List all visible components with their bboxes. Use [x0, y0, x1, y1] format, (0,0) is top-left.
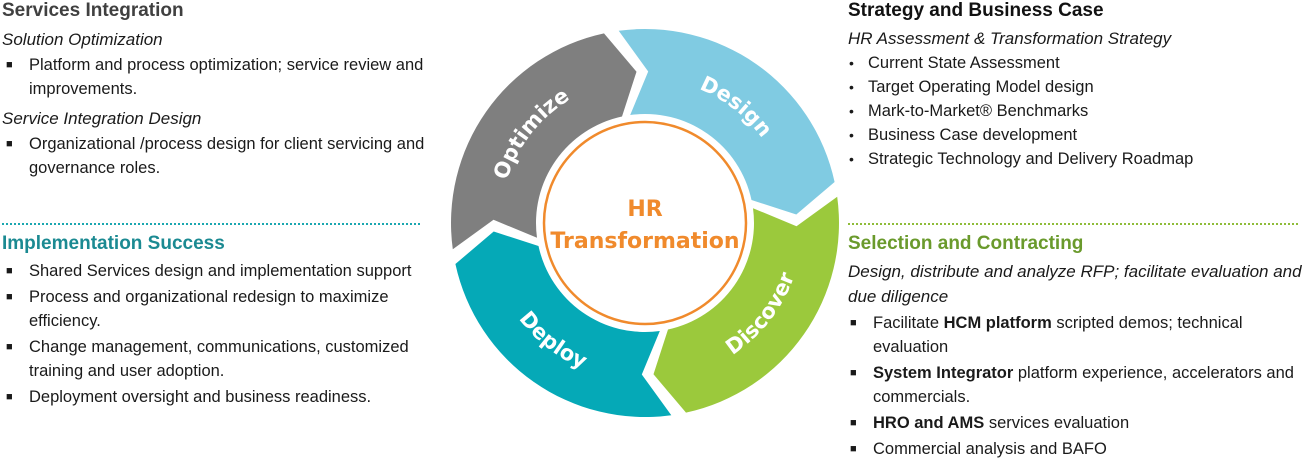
solution-optimization-subheading: Solution Optimization: [2, 30, 163, 49]
discover-segment: [653, 196, 839, 413]
list-item: ■Facilitate HCM platform scripted demos;…: [848, 311, 1306, 359]
list-item: •Target Operating Model design: [848, 75, 1306, 99]
strategy-business-case-heading: Strategy and Business Case: [848, 0, 1104, 21]
square-bullet-icon: ■: [850, 317, 857, 329]
square-bullet-icon: ■: [850, 417, 857, 429]
solution-optimization-list: ■Platform and process optimization; serv…: [2, 53, 452, 101]
square-bullet-icon: ■: [6, 391, 13, 403]
services-integration-panel: Services Integration Solution Optimizati…: [2, 0, 452, 181]
square-bullet-icon: ■: [6, 138, 13, 150]
list-item: •Strategic Technology and Delivery Roadm…: [848, 147, 1306, 171]
selection-contracting-heading: Selection and Contracting: [848, 233, 1084, 254]
implementation-success-list: ■Shared Services design and implementati…: [2, 259, 452, 409]
round-bullet-icon: •: [849, 55, 854, 71]
list-item: ■System Integrator platform experience, …: [848, 361, 1306, 409]
strategy-business-case-panel: Strategy and Business Case HR Assessment…: [848, 0, 1306, 171]
round-bullet-icon: •: [849, 103, 854, 119]
square-bullet-icon: ■: [6, 59, 13, 71]
center-title-line2: Transformation: [550, 229, 739, 254]
hr-assessment-subheading: HR Assessment & Transformation Strategy: [848, 29, 1172, 48]
list-item: ■Deployment oversight and business readi…: [2, 385, 452, 409]
square-bullet-icon: ■: [6, 291, 13, 303]
implementation-success-panel: Implementation Success ■Shared Services …: [2, 233, 452, 411]
list-item: ■Process and organizational redesign to …: [2, 285, 452, 333]
list-item: ■HRO and AMS services evaluation: [848, 411, 1306, 435]
implementation-success-heading: Implementation Success: [2, 233, 225, 254]
strategy-list: •Current State Assessment •Target Operat…: [848, 51, 1306, 171]
round-bullet-icon: •: [849, 79, 854, 95]
list-item: ■Change management, communications, cust…: [2, 335, 452, 383]
square-bullet-icon: ■: [850, 443, 857, 455]
list-item: ■Organizational /process design for clie…: [2, 132, 452, 180]
list-item: ■Shared Services design and implementati…: [2, 259, 452, 283]
list-item: •Business Case development: [848, 123, 1306, 147]
list-item: •Mark-to-Market® Benchmarks: [848, 99, 1306, 123]
list-item: ■Platform and process optimization; serv…: [2, 53, 452, 101]
selection-contracting-panel: Selection and Contracting Design, distri…: [848, 233, 1306, 463]
service-integration-design-subheading: Service Integration Design: [2, 109, 202, 128]
center-title-line1: HR: [627, 197, 662, 222]
square-bullet-icon: ■: [6, 341, 13, 353]
round-bullet-icon: •: [849, 127, 854, 143]
round-bullet-icon: •: [849, 151, 854, 167]
list-item: •Current State Assessment: [848, 51, 1306, 75]
services-integration-heading: Services Integration: [2, 0, 184, 21]
center-circle: [542, 120, 748, 326]
optimize-segment: [451, 33, 637, 250]
deploy-segment: [455, 231, 672, 417]
square-bullet-icon: ■: [6, 265, 13, 277]
selection-list: ■Facilitate HCM platform scripted demos;…: [848, 311, 1306, 461]
square-bullet-icon: ■: [850, 367, 857, 379]
green-dotted-divider: [848, 223, 1298, 225]
teal-dotted-divider: [2, 223, 420, 225]
design-segment: [618, 29, 835, 215]
list-item: ■Commercial analysis and BAFO: [848, 437, 1306, 461]
rfp-subheading: Design, distribute and analyze RFP; faci…: [848, 262, 1302, 306]
service-integration-design-list: ■Organizational /process design for clie…: [2, 132, 452, 180]
